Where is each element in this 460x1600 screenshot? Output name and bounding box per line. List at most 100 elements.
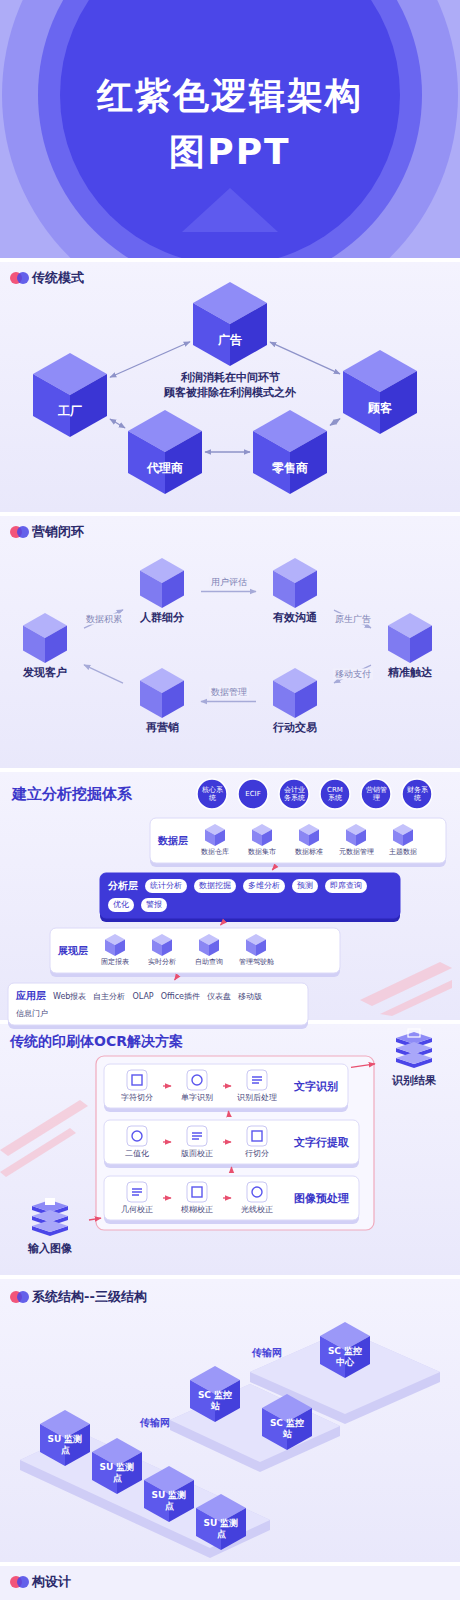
connector bbox=[228, 1111, 230, 1117]
connector bbox=[163, 1197, 171, 1198]
function-pill: 统计分析 bbox=[145, 879, 187, 893]
node-label: 人群细分 bbox=[126, 611, 198, 625]
app-item: 仪表盘 bbox=[207, 991, 231, 1002]
data-cube: 元数据管理 bbox=[336, 824, 376, 857]
process-step: 几何校正 bbox=[114, 1181, 160, 1215]
icon-glyph bbox=[192, 1187, 202, 1197]
node-label: 代理商 bbox=[132, 460, 198, 476]
cube-right bbox=[209, 940, 219, 957]
system-circle: 会计业务系统 bbox=[278, 778, 310, 810]
slab-top bbox=[396, 1052, 432, 1064]
inner-disc bbox=[60, 0, 400, 258]
node-label: 几何校正 bbox=[121, 1205, 153, 1215]
system-circle: 营销管理 bbox=[360, 778, 392, 810]
node-label: 二值化 bbox=[125, 1149, 149, 1159]
icon-glyph bbox=[192, 1133, 202, 1139]
node-label: ECIF bbox=[237, 778, 269, 810]
system-circle: 财务系统 bbox=[401, 778, 433, 810]
circle-fill bbox=[402, 779, 432, 809]
cube-left bbox=[273, 571, 295, 609]
stack-node: 识别结果 bbox=[378, 1028, 450, 1088]
icon-frame bbox=[187, 1070, 207, 1090]
cube-right bbox=[115, 940, 125, 957]
cube-shape bbox=[273, 668, 317, 718]
station-cube: SC 监控站 bbox=[190, 1366, 240, 1422]
network-label: 传输网 bbox=[140, 1416, 170, 1429]
cube-shape bbox=[205, 824, 225, 846]
app-item: Web报表 bbox=[53, 991, 86, 1002]
dot bbox=[17, 272, 29, 284]
node-label: 文字行提取 bbox=[294, 1135, 349, 1150]
connector bbox=[201, 701, 256, 702]
node-label: 再营销 bbox=[126, 721, 198, 735]
connector bbox=[330, 419, 340, 426]
outer-ring bbox=[2, 0, 458, 258]
step-icon bbox=[126, 1181, 148, 1203]
node-label: 预测 bbox=[292, 879, 318, 893]
cube-node: 再营销 bbox=[126, 668, 198, 735]
node-label: 分析层 bbox=[108, 879, 138, 893]
cube-shape bbox=[393, 824, 413, 846]
connector bbox=[221, 921, 225, 925]
system-circle: ECIF bbox=[237, 778, 269, 810]
cube-node: 行动交易 bbox=[259, 668, 331, 735]
node-label: 固定报表 bbox=[101, 958, 129, 967]
slide-ground bbox=[0, 1024, 460, 1275]
function-pill: 多维分析 bbox=[243, 879, 285, 893]
process-step: 字符切分 bbox=[114, 1069, 160, 1103]
icon-frame bbox=[247, 1070, 267, 1090]
cube-left bbox=[140, 571, 162, 609]
step-icon bbox=[246, 1181, 268, 1203]
cube-right bbox=[295, 681, 317, 719]
node-label: 广告 bbox=[197, 332, 263, 348]
layer-plate bbox=[104, 1064, 348, 1112]
cube-shape bbox=[273, 558, 317, 608]
function-pill: 优化 bbox=[108, 898, 134, 912]
app-item: 自主分析 bbox=[93, 991, 125, 1002]
cube-node: 工厂 bbox=[33, 353, 107, 437]
layer-band: 展现层固定报表实时分析自助查询管理驾驶舱 bbox=[50, 928, 340, 973]
cube-shape bbox=[343, 350, 417, 434]
heading-dots bbox=[10, 272, 29, 1588]
stripe bbox=[360, 962, 452, 1006]
function-pill: 警报 bbox=[141, 898, 167, 912]
cube-right bbox=[410, 626, 432, 664]
stack-node: 输入图像 bbox=[14, 1196, 86, 1256]
plate-face bbox=[150, 818, 446, 863]
connector bbox=[201, 591, 256, 592]
cube-shape bbox=[252, 824, 272, 846]
network-label: 传输网 bbox=[252, 1346, 282, 1359]
slide-heading: 系统结构--三级结构 bbox=[32, 1289, 147, 1305]
layer-plate bbox=[8, 983, 308, 1029]
node-label: SU 监测点 bbox=[46, 1434, 84, 1456]
cube-shape bbox=[140, 668, 184, 718]
node-label: 发现客户 bbox=[9, 666, 81, 680]
layer-band: 数据层数据仓库数据集市数据标准元数据管理主题数据 bbox=[150, 818, 446, 863]
connector bbox=[223, 1197, 231, 1198]
cube-left bbox=[152, 940, 162, 957]
cube-shape bbox=[253, 410, 327, 494]
cube-shape bbox=[33, 353, 107, 437]
node-label: 即席查询 bbox=[325, 879, 367, 893]
node-label: 优化 bbox=[108, 898, 134, 912]
system-circle: CRM系统 bbox=[319, 778, 351, 810]
cube-left bbox=[23, 626, 45, 664]
cube-left bbox=[273, 681, 295, 719]
circle-fill bbox=[197, 779, 227, 809]
connector bbox=[163, 1141, 171, 1142]
layer-plate bbox=[50, 928, 340, 977]
plates bbox=[8, 818, 446, 1224]
cube-right bbox=[215, 830, 225, 847]
plate-face bbox=[104, 1064, 348, 1108]
connector bbox=[110, 419, 125, 428]
middle-ring bbox=[38, 0, 422, 258]
process-step: 行切分 bbox=[234, 1125, 280, 1159]
edge-label: 数据积累 bbox=[84, 614, 124, 625]
connector bbox=[270, 342, 340, 374]
node-label: 警报 bbox=[141, 898, 167, 912]
connector bbox=[223, 1141, 231, 1142]
node-label: 多维分析 bbox=[243, 879, 285, 893]
cube-right bbox=[403, 830, 413, 847]
node-label: 光线校正 bbox=[241, 1205, 273, 1215]
